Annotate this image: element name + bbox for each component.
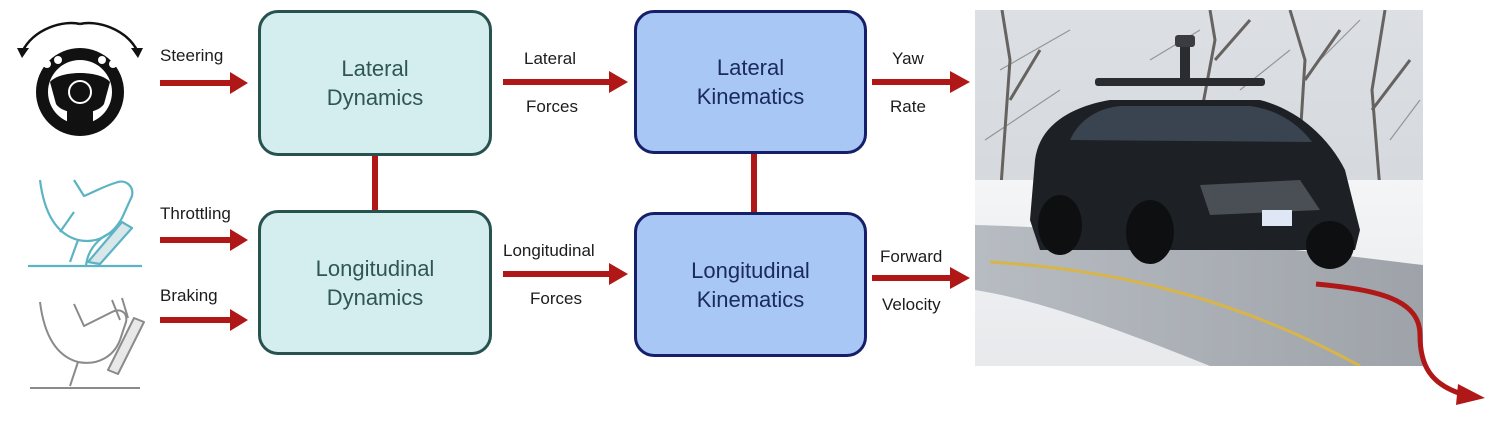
input-label-braking: Braking	[160, 286, 218, 305]
arrow-throttling	[160, 237, 232, 243]
arrowhead-yaw-rate	[950, 71, 970, 93]
signal-label-rate: Rate	[890, 97, 926, 116]
arrow-lateral-forces	[503, 79, 611, 85]
arrowhead-throttling	[230, 229, 248, 251]
coupling-dynamics-shaft	[372, 148, 378, 224]
coupling-kinematics-shaft	[751, 146, 757, 222]
signal-label-yaw: Yaw	[892, 49, 924, 68]
signal-label-longitudinal-forces: Forces	[530, 289, 582, 308]
longitudinal-dynamics-block: Longitudinal Dynamics	[258, 210, 492, 355]
signal-label-longitudinal: Longitudinal	[503, 241, 595, 260]
output-arrows	[872, 71, 970, 289]
lateral-dynamics-block: Lateral Dynamics	[258, 10, 492, 156]
force-arrows	[503, 71, 628, 285]
signal-label-forward: Forward	[880, 247, 943, 266]
arrow-steering	[160, 80, 232, 86]
arrow-longitudinal-forces	[503, 271, 611, 277]
input-label-throttling: Throttling	[160, 204, 231, 223]
arrowhead-steering	[230, 72, 248, 94]
steering-wheel-icon	[17, 21, 143, 136]
input-arrows	[160, 72, 248, 331]
signal-label-velocity: Velocity	[882, 295, 941, 314]
arrow-braking	[160, 317, 232, 323]
vehicle-photo	[975, 10, 1423, 366]
arrowhead-forward-velocity	[950, 267, 970, 289]
lateral-kinematics-block: Lateral Kinematics	[634, 10, 867, 154]
longitudinal-dynamics-label: Longitudinal Dynamics	[315, 255, 435, 310]
input-label-steering: Steering	[160, 46, 224, 65]
signal-label-lateral: Lateral	[524, 49, 576, 68]
brake-pedal-icon	[30, 297, 145, 389]
signal-label-lateral-forces: Forces	[526, 97, 578, 116]
arrowhead-lateral-forces	[609, 71, 628, 93]
longitudinal-kinematics-label: Longitudinal Kinematics	[691, 257, 810, 312]
arrow-forward-velocity	[872, 275, 952, 281]
lateral-dynamics-label: Lateral Dynamics	[326, 56, 424, 110]
arrowhead-braking	[230, 309, 248, 331]
vehicle-path-arrow	[1315, 281, 1485, 405]
throttle-pedal-icon	[28, 179, 142, 268]
arrowhead-longitudinal-forces	[609, 263, 628, 285]
longitudinal-kinematics-block: Longitudinal Kinematics	[634, 212, 867, 357]
arrow-yaw-rate	[872, 79, 952, 85]
lateral-kinematics-label: Lateral Kinematics	[696, 55, 805, 109]
